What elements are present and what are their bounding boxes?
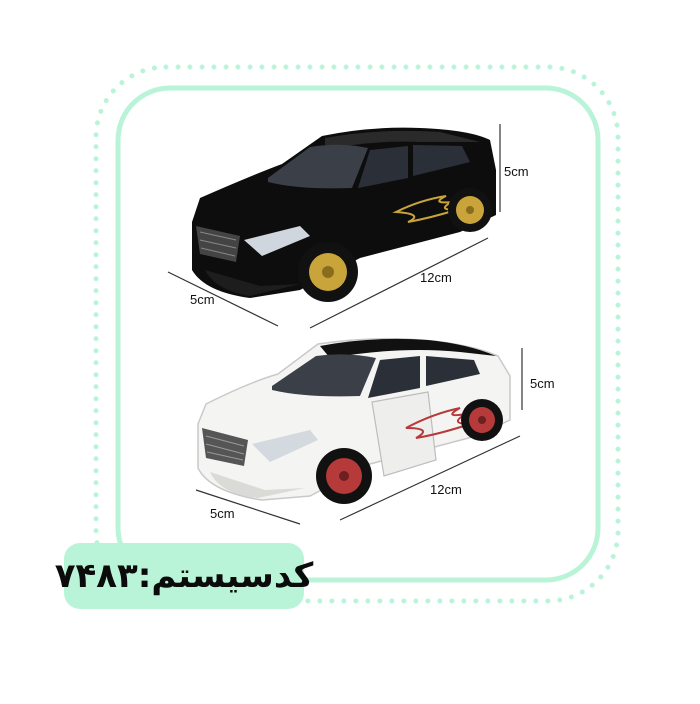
product-code-badge: کدسیستم:۷۴۸۳ bbox=[55, 543, 313, 609]
bottom-width-label: 5cm bbox=[210, 506, 235, 521]
dotted-border bbox=[93, 64, 621, 604]
bottom-width-line bbox=[195, 489, 301, 525]
bottom-height-label: 5cm bbox=[530, 376, 555, 391]
top-width-label: 5cm bbox=[190, 292, 215, 307]
product-code-text: کدسیستم:۷۴۸۳ bbox=[54, 556, 314, 596]
top-height-label: 5cm bbox=[504, 164, 529, 179]
bottom-length-label: 12cm bbox=[430, 482, 462, 497]
top-length-line bbox=[309, 237, 489, 329]
solid-border bbox=[115, 85, 601, 583]
top-width-line bbox=[167, 271, 279, 327]
bottom-length-line bbox=[339, 435, 521, 521]
top-length-label: 12cm bbox=[420, 270, 452, 285]
black-car-image bbox=[192, 127, 496, 302]
white-car-image bbox=[197, 337, 511, 504]
